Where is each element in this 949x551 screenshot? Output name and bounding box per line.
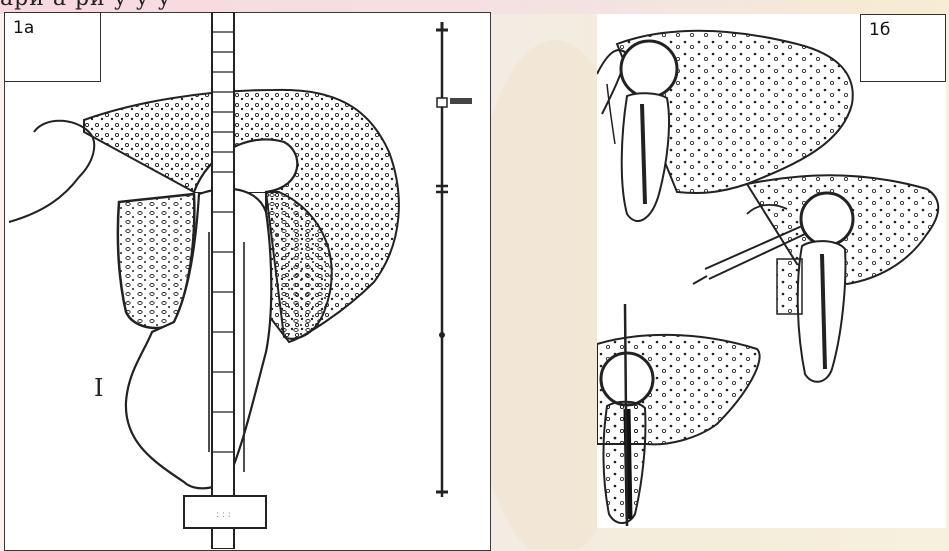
panel-label-1b: 1б: [860, 14, 946, 82]
dental-drawing-1b: [597, 14, 946, 528]
svg-text:: : :: : : :: [216, 510, 231, 520]
lip-outline: [9, 121, 94, 222]
figure-bottom: [597, 304, 760, 526]
panel-label-1a: 1а: [4, 12, 101, 82]
dental-drawing-1a: : : : I: [4, 12, 489, 549]
measuring-scale: [436, 22, 472, 497]
roman-numeral-label: I: [94, 374, 103, 402]
